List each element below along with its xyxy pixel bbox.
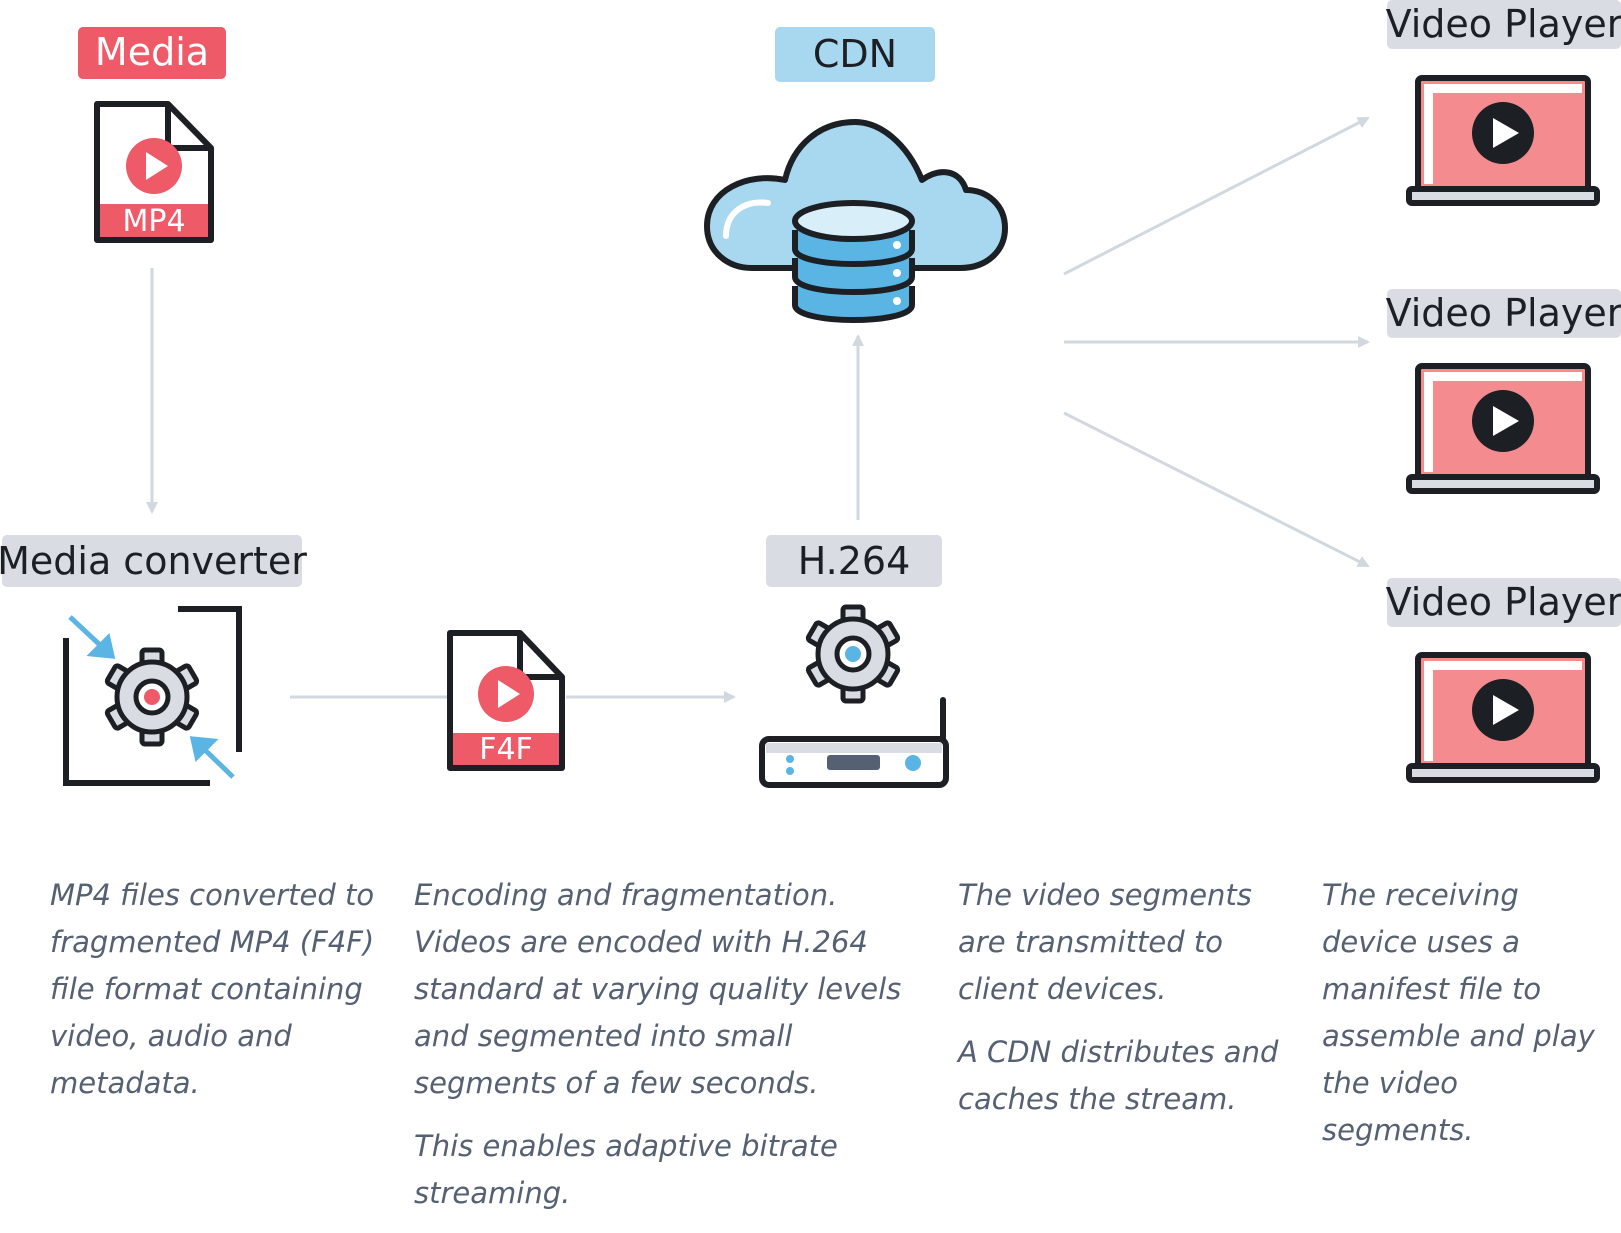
description-cdn: The video segments are transmitted to cl… — [958, 872, 1288, 1139]
encoder-device-icon — [759, 697, 949, 788]
converter-arrow-in-icon — [68, 615, 116, 659]
f4f-file-tag: F4F — [479, 732, 533, 767]
description-converter: MP4 files converted to fragmented MP4 (F… — [50, 872, 380, 1123]
description-cdn-note: A CDN distributes and caches the stream. — [958, 1035, 1279, 1116]
description-player-text: The receiving device uses a manifest fil… — [1322, 878, 1595, 1147]
media-label-box — [78, 27, 226, 79]
converter-gear-icon — [104, 647, 200, 747]
encoder-label: H.264 — [798, 539, 911, 583]
laptop-icon — [1406, 75, 1600, 206]
converter-label: Media converter — [0, 539, 307, 583]
converter-icon — [63, 606, 242, 786]
arrow-cdn-to-player-1 — [1063, 116, 1370, 276]
laptop-icon — [1406, 363, 1600, 494]
converter-label-box — [2, 535, 302, 587]
flow-arrows — [146, 116, 1370, 703]
description-player: The receiving device uses a manifest fil… — [1322, 872, 1612, 1170]
player-3-label-box — [1387, 578, 1621, 627]
description-converter-text: MP4 files converted to fragmented MP4 (F… — [50, 878, 375, 1100]
database-icon — [792, 200, 915, 323]
description-encoding-note: This enables adaptive bitrate streaming. — [414, 1129, 838, 1210]
mp4-file-tag: MP4 — [122, 204, 185, 239]
media-node: Media MP4 — [78, 27, 226, 243]
cdn-label-box — [775, 27, 935, 82]
player-3-label: Video Player — [1386, 580, 1621, 624]
encoder-node: H.264 — [759, 535, 949, 788]
player-2-label-box — [1387, 289, 1621, 338]
encoder-gear-icon — [805, 604, 901, 704]
encoder-label-box — [766, 535, 942, 587]
cdn-node: CDN — [704, 27, 1008, 323]
video-player-3: Video Player — [1386, 578, 1621, 783]
player-1-label-box — [1387, 0, 1621, 49]
video-player-2: Video Player — [1386, 289, 1621, 494]
player-2-label: Video Player — [1386, 291, 1621, 335]
description-encoding-text: Encoding and fragmentation. Videos are e… — [414, 878, 902, 1100]
converter-node: Media converter — [0, 535, 307, 786]
media-label: Media — [95, 30, 209, 74]
player-1-label: Video Player — [1386, 2, 1621, 46]
description-encoding: Encoding and fragmentation. Videos are e… — [414, 872, 914, 1233]
converter-arrow-out-icon — [189, 736, 235, 779]
arrow-cdn-to-player-3 — [1063, 411, 1370, 568]
laptop-icon — [1406, 652, 1600, 783]
description-cdn-text: The video segments are transmitted to cl… — [958, 878, 1252, 1006]
f4f-file-icon: F4F — [447, 630, 565, 771]
cdn-label: CDN — [813, 32, 897, 76]
cloud-icon — [704, 119, 1008, 271]
mp4-file-icon: MP4 — [94, 101, 214, 243]
video-player-1: Video Player — [1386, 0, 1621, 206]
